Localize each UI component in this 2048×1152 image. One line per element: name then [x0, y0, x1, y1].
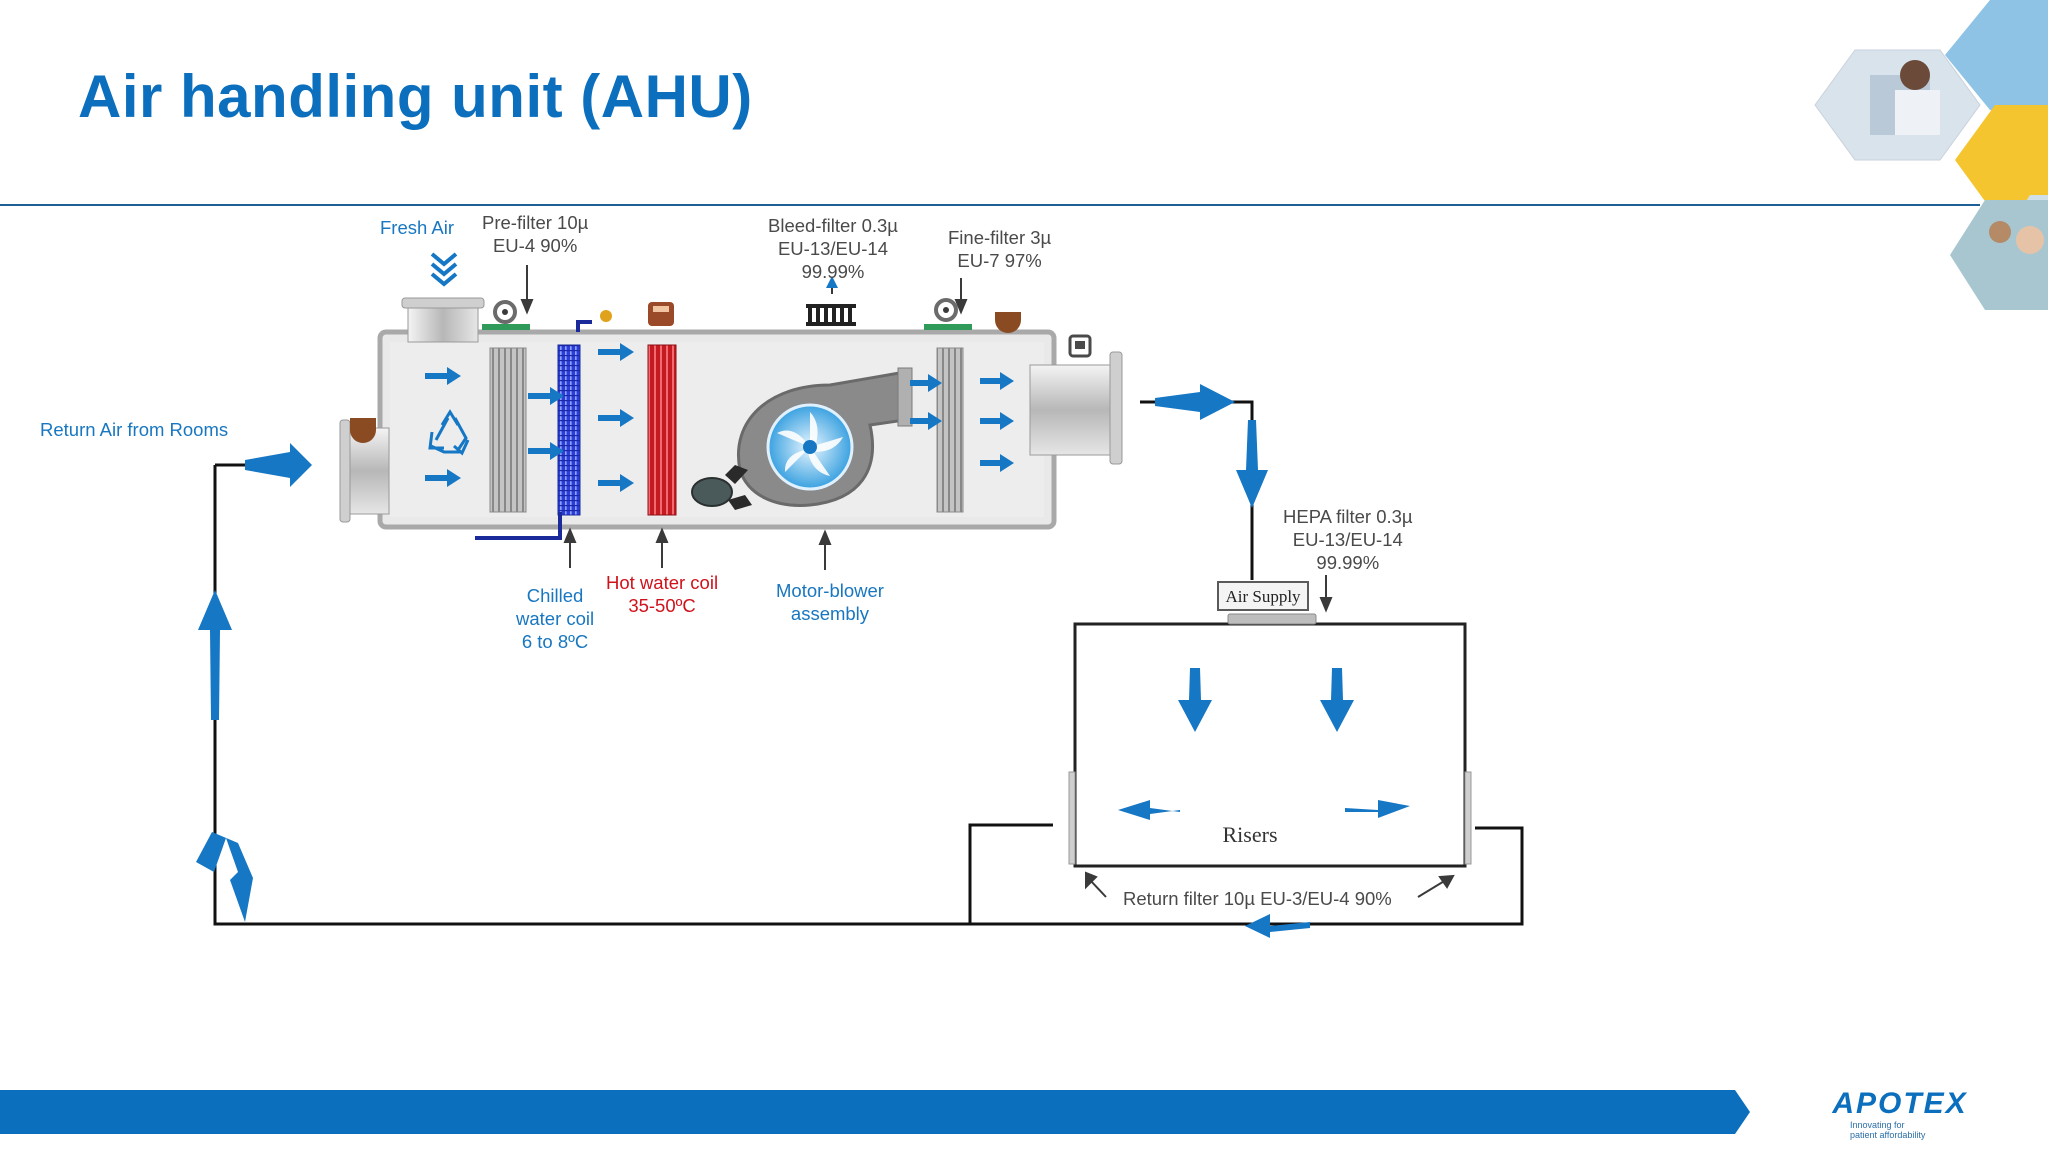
return-air-label: Return Air from Rooms — [40, 419, 229, 440]
brand-tagline-line-1: Innovating for — [1850, 1120, 1905, 1130]
supply-outlet-duct — [1029, 364, 1119, 456]
pre-filter — [489, 347, 527, 513]
chilled-water-coil — [557, 344, 581, 516]
pressure-gauge-icon — [924, 298, 972, 330]
ductwork-lines — [213, 400, 1524, 926]
pressure-gauge-icon — [482, 300, 530, 330]
brand-logo: APOTEX Innovating for patient affordabil… — [1800, 1087, 2000, 1141]
footer-band — [0, 1090, 1750, 1134]
title-divider — [0, 204, 1980, 206]
hot-water-coil — [647, 344, 677, 516]
room-airflow-arrows — [1118, 668, 1410, 820]
people-photo-hexagon — [1950, 200, 2048, 310]
air-supply-box — [1217, 581, 1309, 611]
risers-label: Risers — [1223, 822, 1278, 847]
damper-actuator-icon — [350, 418, 376, 443]
fine-filter — [936, 347, 964, 513]
motor-blower-assembly — [691, 367, 913, 510]
bleed-filter-grille — [806, 304, 856, 326]
recycle-icon — [428, 409, 470, 456]
corner-hexagon-decoration — [1814, 0, 2048, 310]
pointer-arrows — [520, 265, 1455, 898]
room-outline — [1073, 622, 1467, 868]
return-filter-label: Return filter 10µ EU-3/EU-4 90% — [1123, 888, 1392, 909]
duct-airflow-arrows — [196, 384, 1310, 938]
chevron-down-icon — [430, 252, 458, 287]
slide-title: Air handling unit (AHU) — [78, 63, 753, 130]
fresh-air-inlet-duct — [407, 301, 479, 343]
fresh-air-label: Fresh Air — [380, 217, 455, 238]
brand-name: APOTEX — [1832, 1087, 1968, 1120]
internal-airflow-arrows — [425, 343, 1014, 492]
brand-tagline-line-2: patient affordability — [1850, 1130, 1926, 1140]
air-supply-label: Air Supply — [1225, 587, 1301, 606]
